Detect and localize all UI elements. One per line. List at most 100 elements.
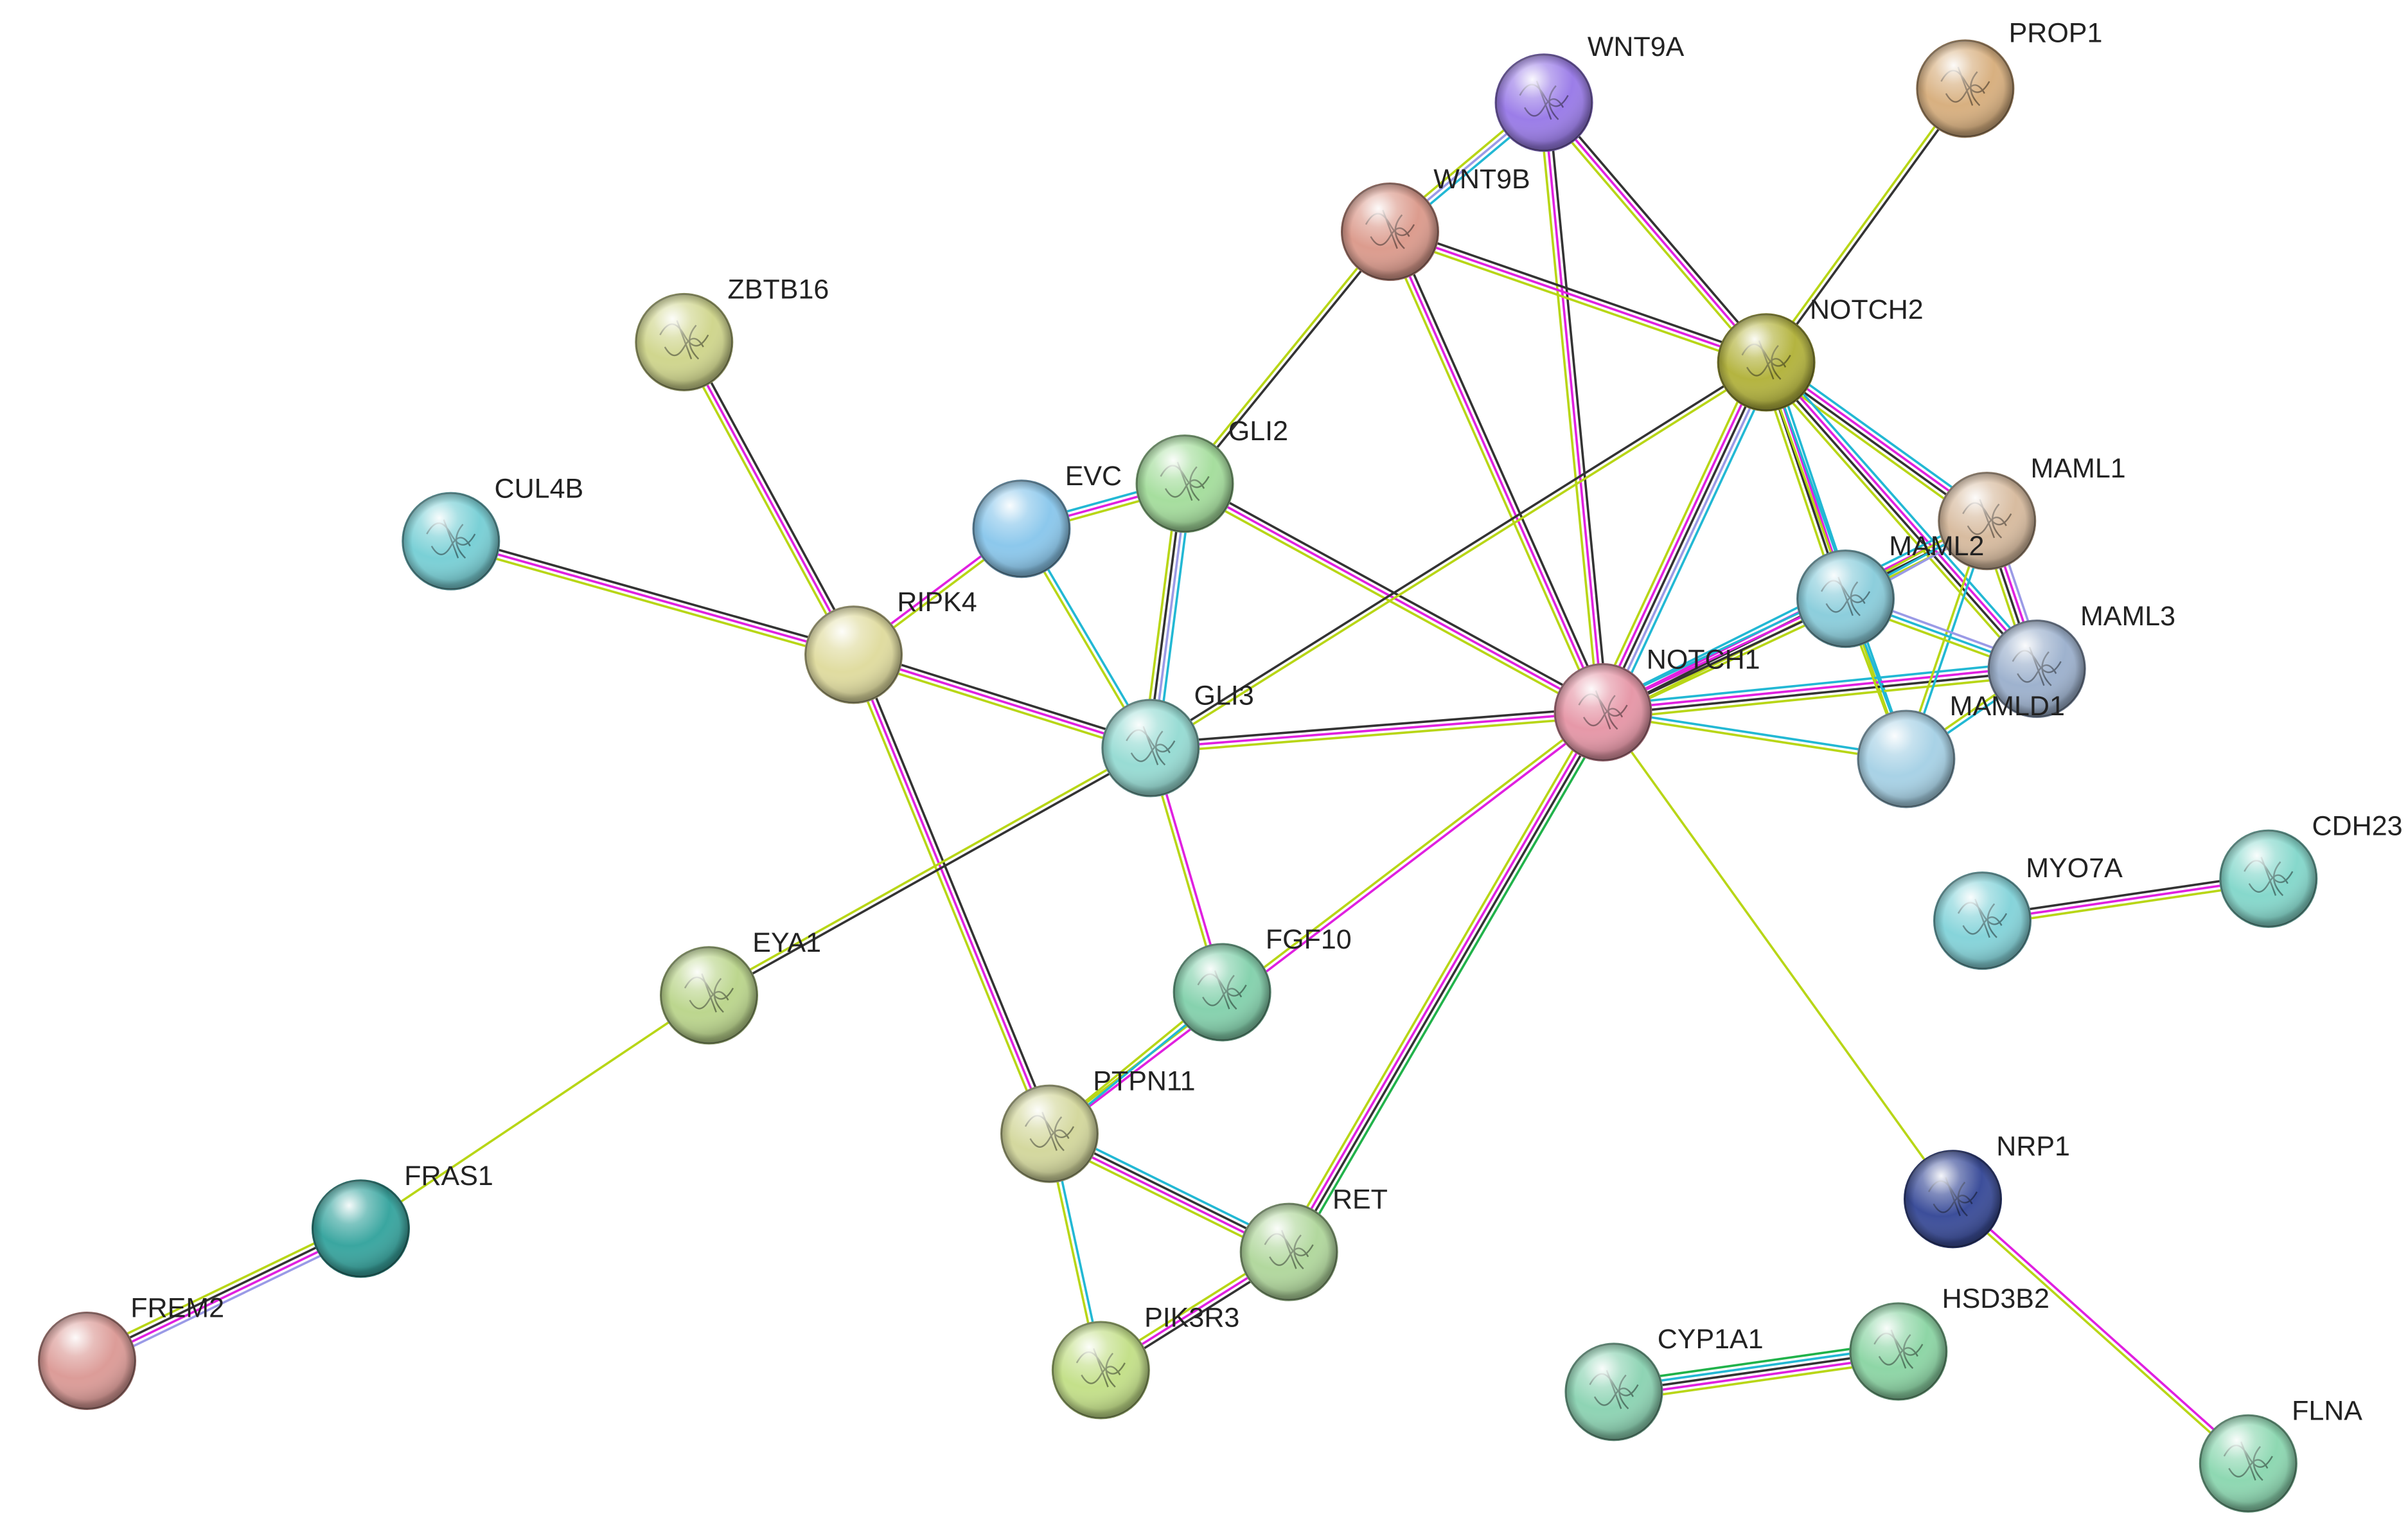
edge-evidence-exp xyxy=(1543,101,1767,364)
edge-zbtb16-ripk4[interactable] xyxy=(678,339,859,659)
edge-evidence-coexp xyxy=(853,649,1153,745)
node-label-nrp1: NRP1 xyxy=(1996,1131,2070,1162)
node-nrp1[interactable] xyxy=(1904,1150,2003,1249)
edge-evidence-exp xyxy=(852,654,1051,1135)
edge-wnt9b-gli2[interactable] xyxy=(1182,229,1394,486)
node-label-maml1: MAML1 xyxy=(2031,453,2126,484)
node-evc[interactable] xyxy=(972,479,1071,578)
node-rim xyxy=(1988,620,2085,717)
node-rim xyxy=(312,1180,409,1277)
edge-ripk4-gli3[interactable] xyxy=(851,649,1153,754)
edge-evidence-coexp xyxy=(1393,228,1609,712)
edge-evidence-coexp xyxy=(1149,706,1604,745)
edge-evidence-exp xyxy=(1286,709,1602,1253)
node-notch1[interactable] xyxy=(1554,663,1652,762)
edge-gli3-notch1[interactable] xyxy=(1149,706,1605,754)
edge-evidence-db xyxy=(1602,709,1908,758)
node-ret[interactable] xyxy=(1239,1202,1338,1301)
node-gli2[interactable] xyxy=(1135,434,1234,533)
node-maml3[interactable] xyxy=(1987,620,2086,718)
edge-notch2-maml3[interactable] xyxy=(1760,356,2044,675)
node-hsd3b2[interactable] xyxy=(1849,1302,1948,1401)
node-wnt9b[interactable] xyxy=(1340,183,1439,281)
node-rim xyxy=(1241,1204,1338,1301)
edge-evidence-exp xyxy=(1597,359,1764,712)
node-label-gli3: GLI3 xyxy=(1194,680,1254,711)
edge-evidence-text xyxy=(848,655,1047,1137)
node-rim xyxy=(1718,314,1815,411)
edge-notch1-ret[interactable] xyxy=(1282,708,1611,1257)
node-label-fras1: FRAS1 xyxy=(404,1161,493,1191)
node-ripk4[interactable] xyxy=(804,605,903,704)
edge-wnt9b-notch1[interactable] xyxy=(1385,228,1609,716)
node-rim xyxy=(39,1312,136,1409)
edge-evidence-exp xyxy=(1601,665,2038,711)
edge-evidence-text xyxy=(1149,715,1605,754)
edge-notch1-maml3[interactable] xyxy=(1601,661,2039,720)
node-fras1[interactable] xyxy=(311,1179,410,1278)
node-prop1[interactable] xyxy=(1916,39,2015,138)
edge-evidence-exp xyxy=(87,1229,363,1364)
node-rim xyxy=(1001,1085,1098,1182)
node-label-maml2: MAML2 xyxy=(1889,531,1984,562)
node-fgf10[interactable] xyxy=(1173,943,1271,1042)
node-maml2[interactable] xyxy=(1796,549,1895,648)
node-notch2[interactable] xyxy=(1717,313,1816,412)
edge-wnt9a-notch1[interactable] xyxy=(1538,101,1609,714)
node-label-ptpn11: PTPN11 xyxy=(1093,1066,1195,1096)
edge-ripk4-ptpn11[interactable] xyxy=(848,652,1055,1137)
edge-evidence-text xyxy=(1539,104,1764,367)
node-cyp1a1[interactable] xyxy=(1564,1342,1663,1441)
node-rim xyxy=(635,294,732,391)
node-maml1[interactable] xyxy=(1938,472,2037,571)
nodes-layer xyxy=(38,39,2318,1513)
edge-prop1-notch2[interactable] xyxy=(1763,86,1969,365)
node-rim xyxy=(973,480,1070,577)
node-label-ret: RET xyxy=(1332,1184,1388,1215)
edge-cul4b-ripk4[interactable] xyxy=(448,535,856,661)
edge-nrp1-flna[interactable] xyxy=(1950,1196,2251,1467)
node-pik3r3[interactable] xyxy=(1051,1321,1150,1420)
node-flna[interactable] xyxy=(2199,1414,2297,1513)
node-rim xyxy=(1904,1150,2001,1247)
edge-notch2-notch1[interactable] xyxy=(1593,357,1776,718)
edge-wnt9a-notch2[interactable] xyxy=(1539,98,1771,367)
node-label-zbtb16: ZBTB16 xyxy=(728,274,829,305)
edge-notch1-nrp1[interactable] xyxy=(1602,711,1954,1200)
edge-evidence-coexp xyxy=(85,1225,361,1360)
edge-fras1-frem2[interactable] xyxy=(83,1221,365,1369)
edge-notch1-mamld1[interactable] xyxy=(1601,709,1908,763)
edge-evidence-exp xyxy=(1953,1196,2251,1463)
node-rim xyxy=(1917,40,2014,137)
edge-evidence-text xyxy=(1602,674,2039,720)
node-rim xyxy=(1555,664,1652,761)
node-gli3[interactable] xyxy=(1101,699,1200,798)
node-rim xyxy=(1496,54,1593,151)
node-wnt9a[interactable] xyxy=(1494,53,1593,152)
node-ptpn11[interactable] xyxy=(1000,1084,1099,1183)
node-zbtb16[interactable] xyxy=(635,292,734,391)
edge-evidence-db xyxy=(1598,513,1985,708)
edge-evidence-db xyxy=(1601,661,2037,707)
edge-eya1-fras1[interactable] xyxy=(359,994,711,1230)
edge-evidence-exp xyxy=(1149,711,1604,749)
node-label-ripk4: RIPK4 xyxy=(897,587,977,618)
edge-evidence-coexp xyxy=(1602,670,2039,716)
node-cdh23[interactable] xyxy=(2219,829,2318,928)
node-frem2[interactable] xyxy=(38,1311,137,1411)
edge-wnt9b-notch2[interactable] xyxy=(1387,226,1769,368)
node-cul4b[interactable] xyxy=(402,492,500,591)
edge-evidence-coexp xyxy=(1390,226,1769,359)
node-myo7a[interactable] xyxy=(1933,871,2032,970)
node-eya1[interactable] xyxy=(660,946,759,1045)
edge-gli3-eya1[interactable] xyxy=(706,745,1153,999)
edge-evidence-text xyxy=(1601,713,1908,763)
edge-evidence-exp xyxy=(1388,230,1767,364)
edge-evidence-coexp xyxy=(450,535,856,652)
edge-evidence-coexp xyxy=(1185,232,1394,486)
node-rim xyxy=(402,493,499,590)
node-mamld1[interactable] xyxy=(1857,709,1956,808)
edge-gli3-notch2[interactable] xyxy=(1148,359,1769,751)
node-rim xyxy=(1934,872,2031,969)
node-rim xyxy=(1052,1322,1149,1419)
